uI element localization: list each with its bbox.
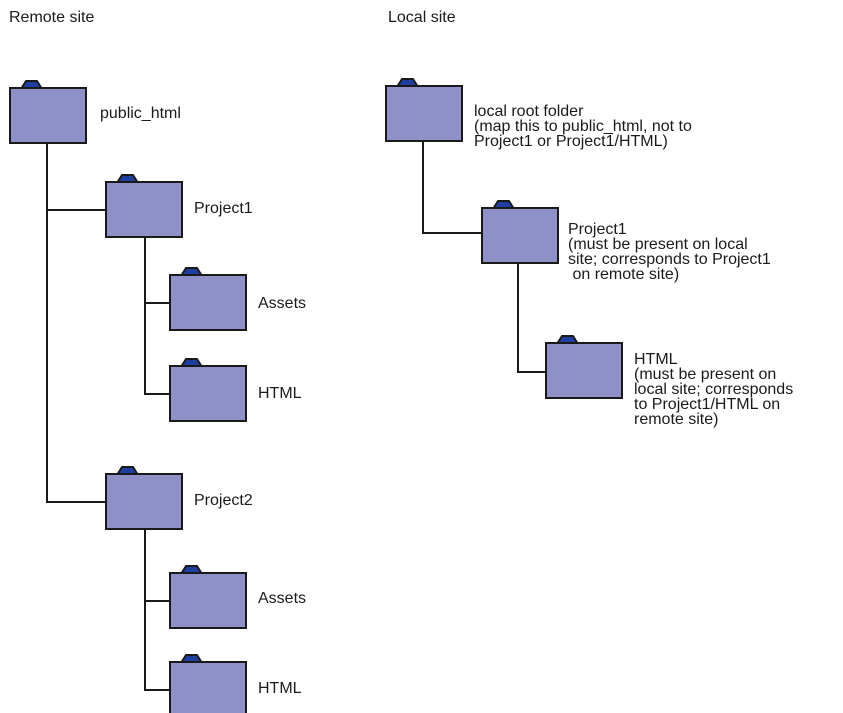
folder-icons (9, 78, 623, 713)
remote-project1-label: Project1 (194, 200, 253, 217)
local-root-title: local root folder (474, 103, 584, 120)
local-project1-note-line: on remote site) (568, 266, 680, 283)
remote-project2-label: Project2 (194, 492, 253, 509)
local-root-note-line: (map this to public_html, not to (474, 118, 692, 135)
local-root-connector (422, 141, 483, 234)
local-project1-title: Project1 (568, 221, 627, 238)
local-root-note-line: Project1 or Project1/HTML) (474, 133, 668, 150)
html-folder-icon (169, 358, 247, 422)
local-root-folder-icon (385, 78, 463, 142)
remote-site-heading: Remote site (9, 9, 95, 26)
local-html-note-line: remote site) (634, 411, 719, 428)
local-html-note-line: local site; corresponds (634, 381, 794, 398)
remote-project2-connector (144, 530, 171, 691)
local-site-heading: Local site (388, 9, 456, 26)
remote-project1-assets-label: Assets (258, 295, 307, 312)
remote-project1-html-label: HTML (258, 385, 302, 402)
remote-root-label: public_html (100, 105, 181, 122)
assets-folder-icon (169, 565, 247, 629)
assets-folder-icon (169, 267, 247, 331)
local-project1-note-line: (must be present on local (568, 236, 748, 253)
local-project1-folder-icon (481, 200, 559, 264)
local-project1-label: Project1 (must be present on local site;… (568, 221, 771, 283)
project1-folder-icon (105, 174, 183, 238)
remote-project1-connector (144, 237, 171, 395)
project2-folder-icon (105, 466, 183, 530)
html-folder-icon (169, 654, 247, 713)
local-html-note-line: (must be present on (634, 366, 777, 383)
local-html-title: HTML (634, 351, 678, 368)
local-project1-connector (517, 261, 546, 373)
local-root-label: local root folder (map this to public_ht… (474, 103, 692, 150)
local-project1-note-line: site; corresponds to Project1 (568, 251, 771, 268)
local-html-label: HTML (must be present on local site; cor… (634, 351, 794, 428)
remote-project2-html-label: HTML (258, 680, 302, 697)
remote-root-folder-icon (9, 80, 87, 144)
tree-connectors (46, 141, 546, 691)
local-html-note-line: to Project1/HTML on (634, 396, 781, 413)
local-html-folder-icon (545, 335, 623, 399)
remote-root-connector (46, 143, 107, 503)
remote-project2-assets-label: Assets (258, 590, 307, 607)
